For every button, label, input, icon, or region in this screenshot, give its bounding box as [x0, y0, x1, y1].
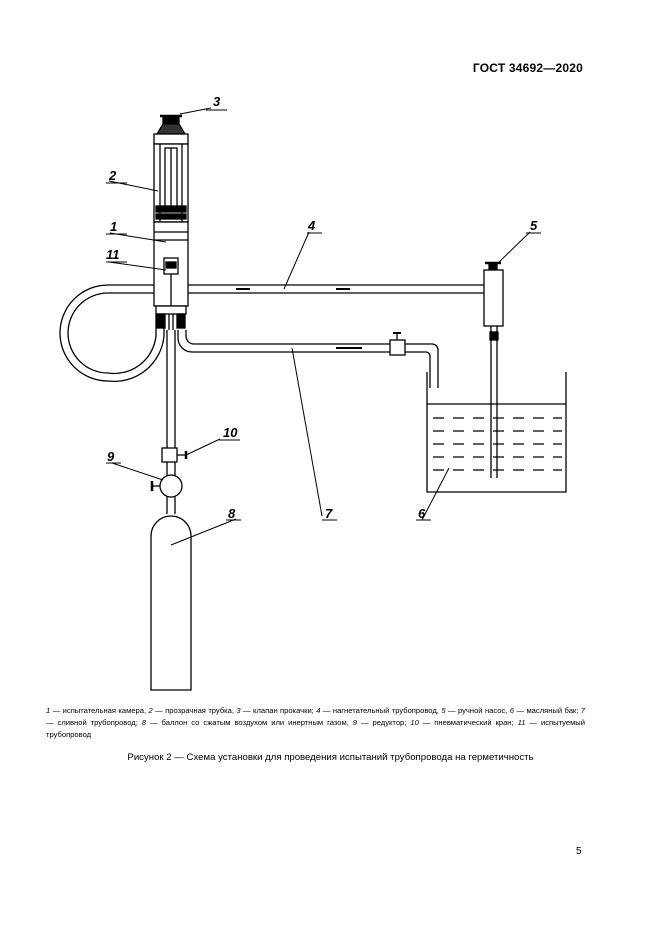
legend-text: — клапан прокачки; [240, 706, 317, 715]
gas-cylinder [150, 515, 192, 691]
legend-text: — пневматический кран; [418, 718, 518, 727]
leader-lines [106, 107, 541, 546]
oil-tank [426, 372, 567, 493]
legend-text: — ручной насос, [445, 706, 510, 715]
legend-num: 5 [441, 706, 446, 715]
callout-3: 3 [213, 94, 221, 109]
legend-num: 3 [236, 706, 241, 715]
figure-legend: 1 — испытательная камера, 2 — прозрачная… [46, 705, 585, 741]
test-chamber-assembly [153, 114, 189, 330]
callout-1: 1 [110, 219, 117, 234]
hand-pump [483, 261, 504, 478]
legend-text: — баллон со сжатым воздухом или инертным… [146, 718, 353, 727]
legend-text: — испытательная камера, [50, 706, 149, 715]
callout-5: 5 [530, 218, 538, 233]
legend-num: 8 [141, 718, 147, 727]
legend-text: — испытуемый трубопровод [46, 718, 585, 739]
legend-num: 9 [352, 718, 357, 727]
legend-text: — масляный бак; [514, 706, 581, 715]
callout-11: 11 [106, 247, 120, 262]
callout-2: 2 [108, 168, 117, 183]
legend-num: 7 [580, 706, 586, 715]
legend-num: 10 [410, 718, 419, 727]
page-number: 5 [576, 846, 582, 857]
legend-text: — нагнетательный трубопровод, [320, 706, 442, 715]
drain-pipeline [177, 330, 439, 388]
callout-9: 9 [107, 449, 115, 464]
legend-num: 6 [509, 706, 515, 715]
figure-caption: Рисунок 2 — Схема установки для проведен… [127, 752, 534, 763]
legend-num: 4 [316, 706, 321, 715]
test-setup-diagram: 3 2 1 11 4 5 10 9 8 7 6 [59, 94, 567, 691]
callout-8: 8 [228, 506, 236, 521]
legend-text: — сливной трубопровод; [46, 718, 142, 727]
callout-6: 6 [418, 506, 426, 521]
callout-4: 4 [307, 218, 316, 233]
legend-num: 2 [148, 706, 153, 715]
legend-num: 11 [517, 718, 526, 727]
callout-10: 10 [223, 425, 238, 440]
callout-labels: 3 2 1 11 4 5 10 9 8 7 6 [106, 94, 538, 521]
legend-num: 1 [46, 706, 51, 715]
standard-designation: ГОСТ 34692—2020 [472, 61, 583, 75]
pressure-pipeline [59, 284, 484, 383]
legend-text: — прозрачная трубка, [152, 706, 237, 715]
legend-text: — редуктор; [357, 718, 411, 727]
callout-7: 7 [325, 506, 333, 521]
